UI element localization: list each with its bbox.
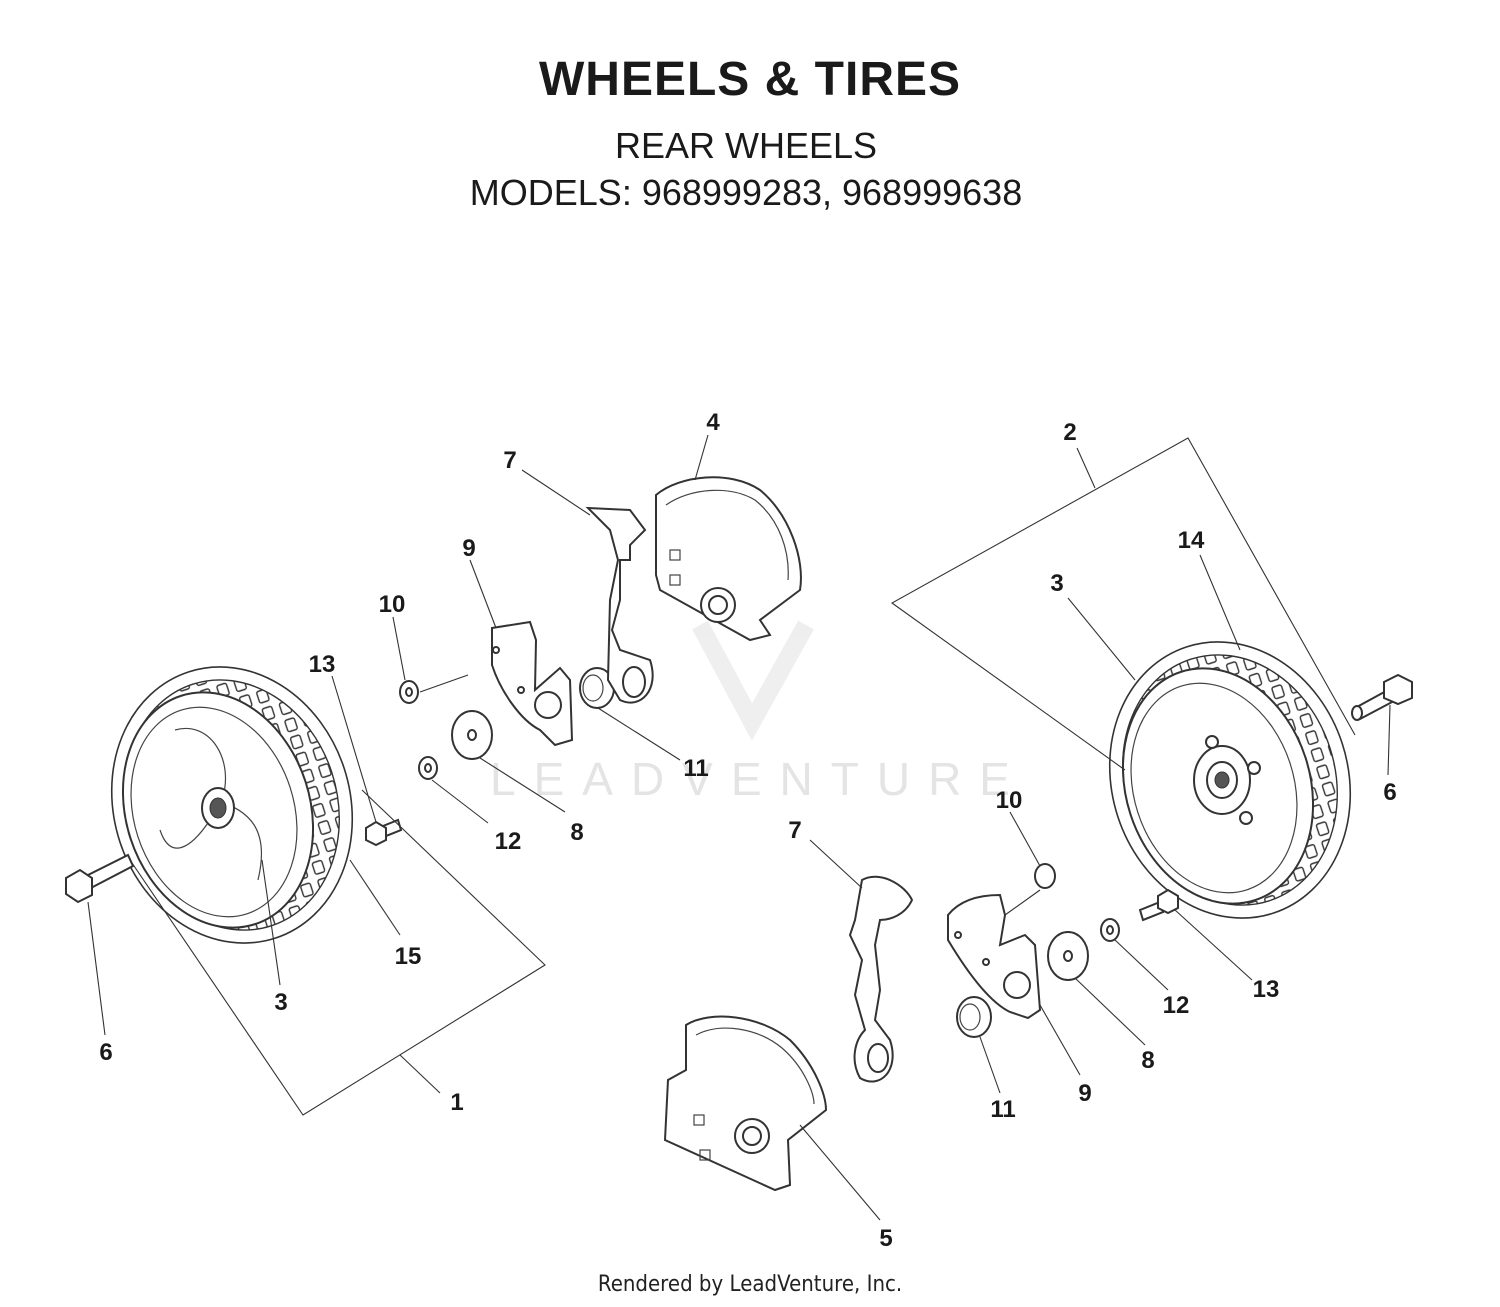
right-shoulder-bolt [1138,888,1179,922]
callout-11-top: 11 [683,755,708,782]
callout-14: 14 [1178,527,1205,554]
callout-labels: 1 2 3 3 4 5 6 6 7 7 8 8 9 9 10 10 11 11 … [99,409,1396,1252]
right-axle-bolt [1351,673,1413,721]
right-rear-wheel [1108,641,1352,919]
left-rear-wheel [110,666,354,944]
callout-2: 2 [1063,419,1076,446]
left-shoulder-bolt [365,818,403,847]
callout-13-bottom: 13 [1253,976,1280,1003]
callout-7-top: 7 [503,447,516,474]
left-height-bracket [491,620,574,747]
diagram-subtitle: REAR WHEELS [614,125,878,166]
callout-12-top: 12 [495,828,522,855]
callout-3-left: 3 [274,989,287,1016]
right-height-bracket [947,893,1042,1020]
right-spacer-washer [1034,863,1056,889]
watermark-text: LEADVENTURE [490,753,1028,805]
callout-9-top: 9 [462,535,475,562]
diagram-title: WHEELS & TIRES [538,53,962,106]
left-axle-bolt [65,853,135,904]
lower-adjuster-plate [663,1015,828,1192]
callout-13-top: 13 [309,651,336,678]
callout-10-bottom: 10 [996,787,1023,814]
callout-9-bottom: 9 [1078,1080,1091,1107]
callout-11-bottom: 11 [990,1096,1015,1123]
model-numbers: MODELS: 968999283, 968999638 [469,172,1023,213]
callout-8-top: 8 [570,819,583,846]
right-bushing [956,996,992,1038]
callout-6-right: 6 [1383,779,1396,806]
upper-adjuster-plate [655,476,802,642]
callout-12-bottom: 12 [1163,992,1190,1019]
lower-height-lever [848,875,914,1083]
callout-8-bottom: 8 [1141,1047,1154,1074]
callout-6-left: 6 [99,1039,112,1066]
callout-1: 1 [450,1089,463,1116]
callout-4: 4 [706,409,720,436]
footer-credit: Rendered by LeadVenture, Inc. [597,1272,903,1297]
callout-3-right: 3 [1050,570,1063,597]
callout-7-bottom: 7 [788,817,801,844]
callout-5: 5 [879,1225,892,1252]
upper-height-lever [585,506,654,704]
callout-10-top: 10 [379,591,406,618]
callout-15: 15 [395,943,422,970]
leader-lines [87,434,1391,1221]
